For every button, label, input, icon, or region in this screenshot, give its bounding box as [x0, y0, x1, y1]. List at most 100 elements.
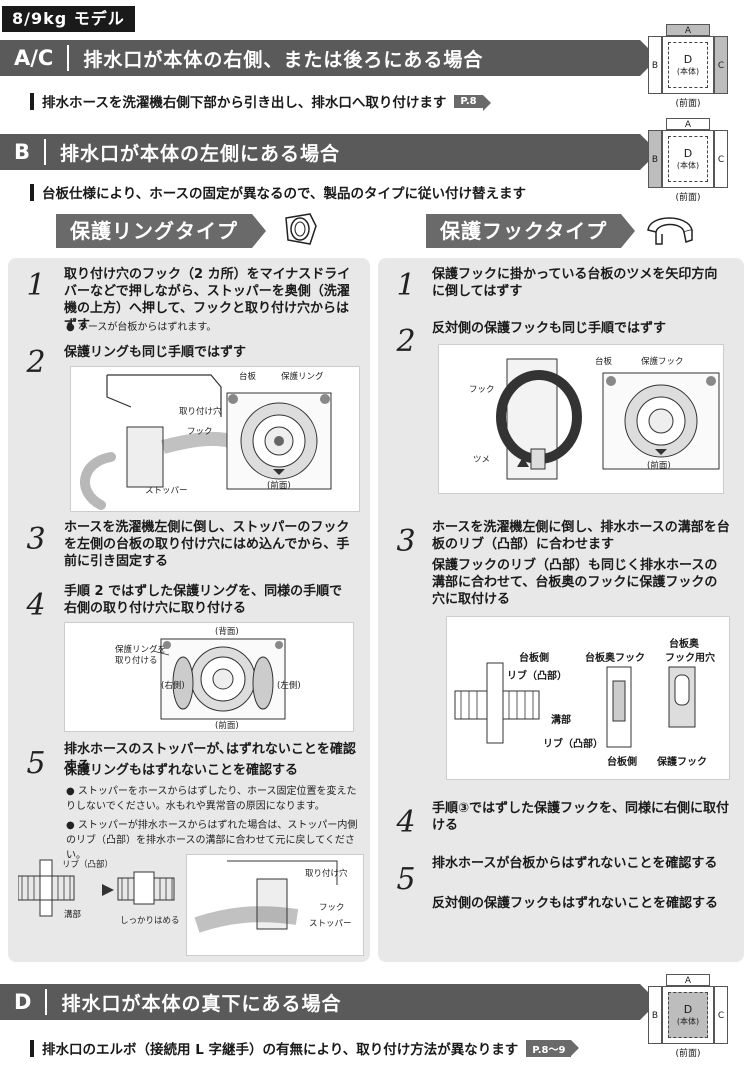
section-d-subline: 排水口のエルボ（接続用 L 字継手）の有無により、取り付け方法が異なります P.… [30, 1038, 583, 1058]
diagram-a: A [666, 974, 710, 986]
fig-label-front: (前面) [215, 721, 239, 731]
ring-step-2-figure: 台板 保護リング 取り付け穴 フック ストッパー (前面) [70, 366, 360, 512]
fig-label-hole2: フック用穴 [665, 653, 715, 664]
ring-step-1-number: 1 [26, 268, 46, 303]
ring-type-title: 保護リングタイプ [56, 214, 266, 248]
diagram-body: (本体) [676, 1017, 700, 1026]
section-ac-subline: 排水ホースを洗濯機右側下部から引き出し、排水口へ取り付けます P.8 [30, 91, 495, 111]
section-d-title: 排水口が本体の真下にある場合 [61, 992, 342, 1015]
hook-step-5-text2: 反対側の保護フックもはずれないことを確認する [432, 896, 719, 911]
diagram-front: (前面) [675, 1049, 701, 1059]
diagram-front: (前面) [675, 193, 701, 203]
fig-label-hook: フック [319, 903, 345, 913]
ring-step-4-figure: (背面) 保護リングを 取り付ける (右側) (左側) (前面) [64, 622, 354, 732]
hook-type-title: 保護フックタイプ [426, 214, 636, 248]
ring-step-4-text: 手順 2 ではずした保護リングを、同様の手順で右側の取り付け穴に取り付ける [64, 584, 343, 616]
fig-label-groove: 溝部 [64, 910, 82, 920]
fig-label-phook: 保護フック [641, 357, 684, 367]
diagram-body: (本体) [676, 67, 700, 76]
diagram-c: C [714, 986, 728, 1044]
diagram-b: B [648, 36, 662, 94]
hook-step-2-figure: フック ツメ 台板 保護フック (前面) [438, 344, 724, 494]
fig-label-side: 台板側 [519, 653, 549, 664]
section-ac-sub: 排水ホースを洗濯機右側下部から引き出し、排水口へ取り付けます [42, 95, 447, 111]
fig-label-front: (前面) [267, 481, 291, 491]
ring-step-3-text: ホースを洗濯機左側に倒し、ストッパーのフックを左側の台板の取り付け穴にはめ込んで… [64, 520, 350, 569]
diagram-front: (前面) [675, 99, 701, 109]
fig-label-stopper: ストッパー [309, 919, 352, 929]
section-d-header: D 排水口が本体の真下にある場合 [0, 984, 658, 1020]
model-tag: 8/9kg モデル [2, 6, 135, 32]
fig-label-rib2: リブ（凸部） [543, 739, 603, 750]
fig-label-tsume: ツメ [473, 455, 491, 465]
hook-step-4-number: 4 [396, 805, 416, 840]
fig-label-side2: 台板側 [607, 757, 637, 768]
hook-step-3-text2: 保護フックのリブ（凸部）も同じく排水ホースの溝部に合わせて、台板奥のフックに保護… [432, 558, 718, 607]
fig-label-right: (右側) [161, 681, 185, 691]
fig-label-groove: 溝部 [551, 715, 571, 726]
hook-step-2-text: 反対側の保護フックも同じ手順ではずす [432, 321, 667, 336]
section-b-sub: 台板仕様により、ホースの固定が異なるので、製品のタイプに従い付け替えます [42, 186, 526, 202]
diagram-b: B [648, 986, 662, 1044]
ring-step-3-number: 3 [26, 522, 46, 557]
hook-step-3-number: 3 [396, 524, 416, 559]
ring-step-5-figure-a: リブ（凸部） 溝部 しっかりはめる [18, 854, 180, 930]
ring-step-5-number: 5 [26, 746, 46, 781]
ring-step-2-text: 保護リングも同じ手順ではずす [64, 345, 247, 360]
ring-step-5-note-a: ● ストッパーをホースからはずしたり、ホース固定位置を変えたりしないでください。… [66, 786, 357, 812]
ring-step-1-text: 取り付け穴のフック（2 カ所）をマイナスドライバーなどで押しながら、ストッパーを… [64, 267, 351, 333]
position-diagram-ac: A B C D(本体) (前面) [648, 24, 728, 110]
ring-step-5-note-b: ● ストッパーが排水ホースからはずれた場合は、ストッパー内側のリブ（凸部）を排水… [66, 820, 358, 861]
section-d-letter: D [0, 989, 48, 1015]
fig-label-daiban: 台板 [595, 357, 613, 367]
fig-label-backhook: 台板奥フック [585, 653, 645, 664]
fig-label-hook: フック [469, 385, 495, 395]
section-ac-letter: A/C [0, 45, 70, 71]
page-ref-p8-9[interactable]: P.8〜9 [526, 1039, 580, 1057]
diagram-d: D [683, 53, 693, 66]
ring-step-4-number: 4 [26, 588, 46, 623]
ring-step-5-text: 排水ホースのストッパーが､はずれないことを確認する [64, 742, 356, 774]
diagram-c: C [714, 130, 728, 188]
diagram-c: C [714, 36, 728, 94]
fig-label-stopper: ストッパー [145, 486, 188, 496]
section-b-subline: 台板仕様により、ホースの固定が異なるので、製品のタイプに従い付け替えます [30, 182, 526, 202]
protection-hook-icon [647, 217, 693, 245]
fig-label-rib: リブ（凸部） [507, 671, 567, 682]
fig-label-attach: 保護リングを [115, 645, 167, 655]
section-b-header: B 排水口が本体の左側にある場合 [0, 134, 658, 170]
position-diagram-b: A B C D(本体) (前面) [648, 118, 728, 204]
fig-label-hole1: 台板奥 [669, 639, 699, 650]
page-ref-p8[interactable]: P.8 [454, 94, 491, 111]
position-diagram-d: A B C D(本体) (前面) [648, 974, 728, 1060]
diagram-b: B [648, 130, 662, 188]
fig-label-front: (前面) [647, 461, 671, 471]
diagram-body: (本体) [676, 161, 700, 170]
fig-label-attach2: 取り付ける [115, 656, 158, 666]
hook-step-4-text: 手順③ではずした保護フックを、同様に右側に取付ける [432, 801, 730, 833]
diagram-a: A [666, 118, 710, 130]
ring-step-5-text2: 保護リングもはずれないことを確認する [64, 763, 299, 778]
hook-step-3-text: ホースを洗濯機左側に倒し、排水ホースの溝部を台板のリブ（凸部）に合わせます [432, 520, 730, 552]
fig-label-firm: しっかりはめる [120, 916, 180, 926]
section-d-sub: 排水口のエルボ（接続用 L 字継手）の有無により、取り付け方法が異なります [42, 1042, 519, 1058]
fig-label-back: (背面) [215, 627, 239, 637]
fig-label-ring: 保護リング [281, 372, 324, 382]
fig-label-hole: 取り付け穴 [305, 869, 348, 879]
fig-label-daiban: 台板 [239, 372, 257, 382]
diagram-d: D [683, 1003, 693, 1016]
hook-step-1-number: 1 [396, 268, 416, 303]
fig-label-hook: フック [187, 427, 213, 437]
diagram-a: A [666, 24, 710, 36]
hook-step-1-text: 保護フックに掛かっている台板のツメを矢印方向に倒してはずす [432, 267, 718, 299]
protection-ring-icon [285, 213, 317, 245]
hook-step-2-number: 2 [396, 324, 416, 359]
fig-label-hole: 取り付け穴 [179, 407, 222, 417]
hook-step-5-number: 5 [396, 862, 416, 897]
ring-step-5-figure-b: 取り付け穴 フック ストッパー [186, 854, 364, 956]
section-ac-header: A/C 排水口が本体の右側、または後ろにある場合 [0, 40, 658, 76]
fig-label-rib: リブ（凸部） [62, 860, 114, 870]
fig-label-phook: 保護フック [657, 757, 707, 768]
section-b-letter: B [0, 139, 47, 165]
section-b-title: 排水口が本体の左側にある場合 [60, 142, 341, 165]
